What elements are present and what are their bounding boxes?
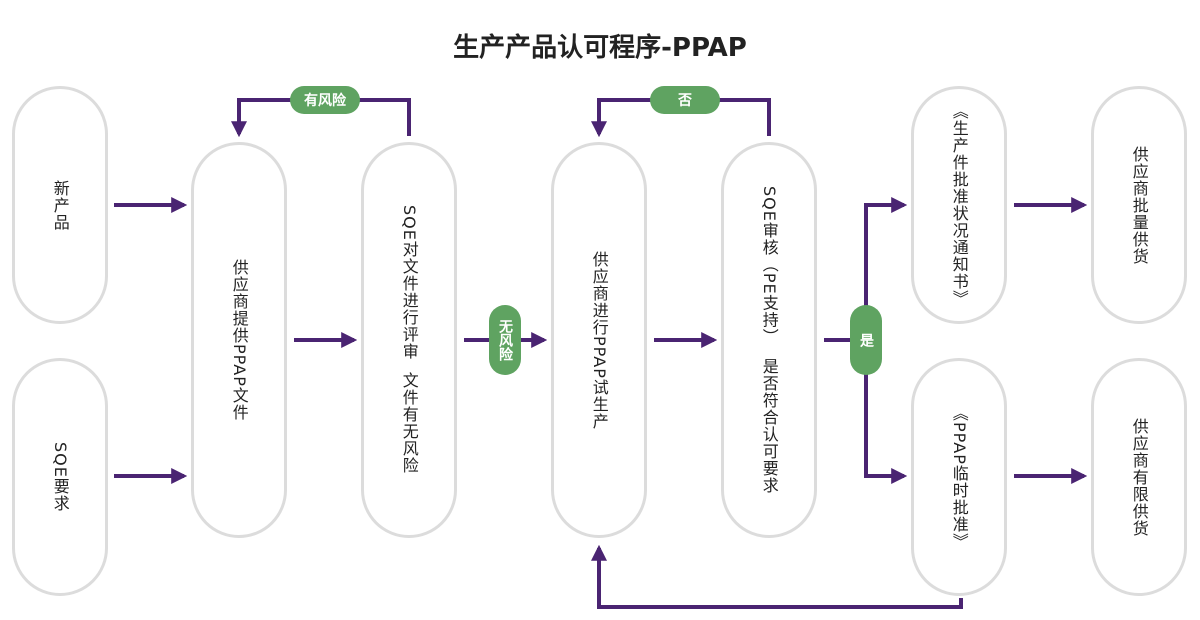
node-limited-supply: 供应商有限供货 — [1091, 358, 1187, 596]
node-temp-approval: 《PPAP临时批准》 — [911, 358, 1007, 596]
node-label: 《生产件批准状况通知书》 — [949, 103, 969, 307]
arrow-yes-to-temp-approval — [864, 340, 908, 484]
node-label: SQE要求 — [50, 442, 70, 512]
node-sqe-requirement: SQE要求 — [12, 358, 108, 596]
badge-no: 否 — [650, 86, 720, 114]
node-sqe-review-docs: SQE对文件进行评审 文件有无风险 — [361, 142, 457, 538]
node-mass-supply: 供应商批量供货 — [1091, 86, 1187, 324]
badge-yes-label: 是 — [858, 333, 874, 347]
node-label: 新产品 — [50, 179, 70, 231]
node-label: SQE审核（PE支持） 是否符合认可要求 — [759, 186, 779, 494]
node-label: SQE对文件进行评审 文件有无风险 — [399, 205, 419, 475]
node-approval-notice: 《生产件批准状况通知书》 — [911, 86, 1007, 324]
arrow-temp-back-to-trial — [591, 544, 963, 609]
node-label: 供应商批量供货 — [1129, 145, 1149, 265]
node-label: 《PPAP临时批准》 — [949, 404, 969, 550]
node-label: 供应商提供PPAP文件 — [229, 259, 249, 421]
node-label: 供应商有限供货 — [1129, 417, 1149, 537]
badge-has-risk: 有风险 — [290, 86, 360, 114]
page-title: 生产产品认可程序-PPAP — [453, 33, 747, 63]
arrow-yes-to-approval-notice — [864, 197, 908, 340]
badge-no-risk-label: 无风险 — [497, 319, 513, 361]
node-supplier-trial: 供应商进行PPAP试生产 — [551, 142, 647, 538]
badge-no-risk: 无风险 — [489, 305, 521, 375]
node-new-product: 新产品 — [12, 86, 108, 324]
node-supplier-submit: 供应商提供PPAP文件 — [191, 142, 287, 538]
node-sqe-audit: SQE审核（PE支持） 是否符合认可要求 — [721, 142, 817, 538]
node-label: 供应商进行PPAP试生产 — [589, 250, 609, 430]
badge-yes: 是 — [850, 305, 882, 375]
